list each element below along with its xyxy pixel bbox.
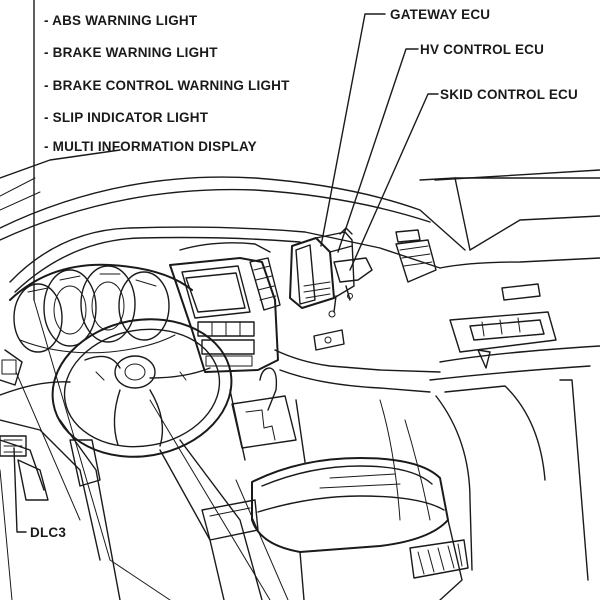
- passenger-side-dash: [313, 229, 600, 581]
- label-slip-indicator-light: - SLIP INDICATOR LIGHT: [44, 110, 209, 125]
- steering-wheel: [51, 318, 233, 458]
- label-multi-information-display: - MULTI INFORMATION DISPLAY: [44, 139, 257, 154]
- label-brake-control-warning-light: - BRAKE CONTROL WARNING LIGHT: [44, 78, 290, 93]
- label-skid-control-ecu: SKID CONTROL ECU: [440, 87, 578, 102]
- windshield-frame: [0, 149, 600, 251]
- center-armrest-console: [201, 457, 469, 600]
- label-hv-control-ecu: HV CONTROL ECU: [420, 42, 544, 57]
- label-dlc3: DLC3: [30, 525, 66, 540]
- instrument-cluster: [0, 263, 193, 386]
- center-console-stack: [169, 257, 281, 373]
- gear-selector: [229, 367, 306, 463]
- part-pointer-lines: [15, 299, 289, 600]
- dashboard: [0, 226, 441, 396]
- ecu-assembly: [289, 227, 373, 318]
- label-abs-warning-light: - ABS WARNING LIGHT: [44, 13, 198, 28]
- lower-dash-footwell: [0, 419, 263, 600]
- label-brake-warning-light: - BRAKE WARNING LIGHT: [44, 45, 218, 60]
- label-gateway-ecu: GATEWAY ECU: [390, 7, 490, 22]
- indicator-label-list: - ABS WARNING LIGHT - BRAKE WARNING LIGH…: [44, 13, 290, 154]
- leader-lines: [13, 0, 439, 533]
